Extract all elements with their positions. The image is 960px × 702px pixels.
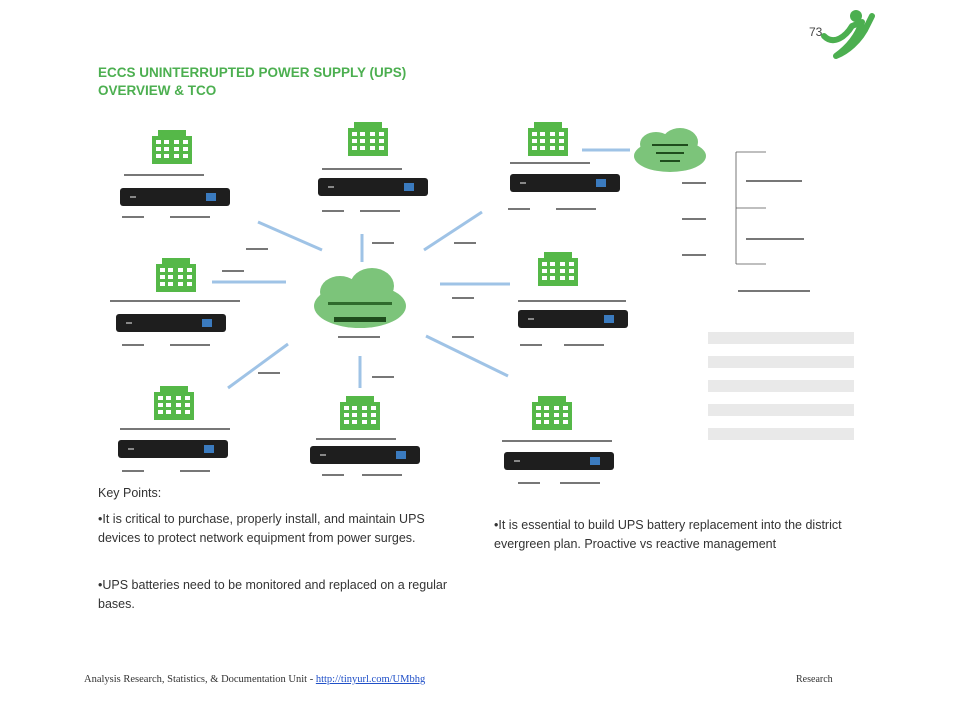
isp-cloud-icon [634, 128, 706, 172]
leaping-person-logo-icon [821, 10, 875, 59]
table-row [708, 380, 854, 392]
site-mid-left [110, 258, 240, 346]
table-row [708, 368, 854, 380]
bullet-3: •It is essential to build UPS battery re… [494, 518, 842, 551]
footer-link[interactable]: http://tinyurl.com/UMbhg [315, 674, 426, 685]
site-mid-right [518, 252, 628, 346]
site-top-right [508, 122, 620, 210]
arrow-bottom-left [227, 342, 289, 390]
page-title: ECCS UNINTERRUPTED POWER SUPPLY (UPS) OV… [98, 64, 406, 100]
site-top-left [120, 130, 230, 218]
site-bottom-left [118, 386, 230, 472]
table-row [708, 404, 854, 416]
site-bottom-right [502, 396, 614, 484]
table-row [708, 428, 854, 440]
bullet-2: •UPS batteries need to be monitored and … [98, 578, 448, 611]
central-cloud-icon [314, 268, 406, 338]
page-number: 73 [809, 25, 823, 39]
tco-table [708, 320, 854, 452]
table-header-row [708, 320, 854, 332]
title-line-2: OVERVIEW & TCO [98, 83, 217, 98]
bullet-1: •It is critical to purchase, properly in… [98, 512, 425, 545]
title-line-1: ECCS UNINTERRUPTED POWER SUPPLY (UPS) [98, 65, 407, 80]
arrow-top-right [423, 210, 483, 252]
site-top-center [318, 122, 428, 212]
table-row [708, 332, 854, 344]
ups-size-tree [735, 151, 766, 265]
table-row [708, 356, 854, 368]
arrow-top-left [257, 220, 323, 252]
site-bottom-center [310, 396, 420, 476]
arrow-bottom-right [425, 334, 509, 378]
table-row [708, 392, 854, 404]
footer-right: Research [796, 674, 833, 685]
table-row [708, 344, 854, 356]
footer-text: Analysis Research, Statistics, & Documen… [84, 674, 314, 685]
connection-arrows [212, 148, 630, 390]
ups-network-diagram [110, 122, 810, 484]
table-row [708, 440, 854, 452]
footer-left: Analysis Research, Statistics, & Documen… [84, 674, 425, 685]
table-row [708, 416, 854, 428]
key-points-title: Key Points: [98, 486, 162, 500]
